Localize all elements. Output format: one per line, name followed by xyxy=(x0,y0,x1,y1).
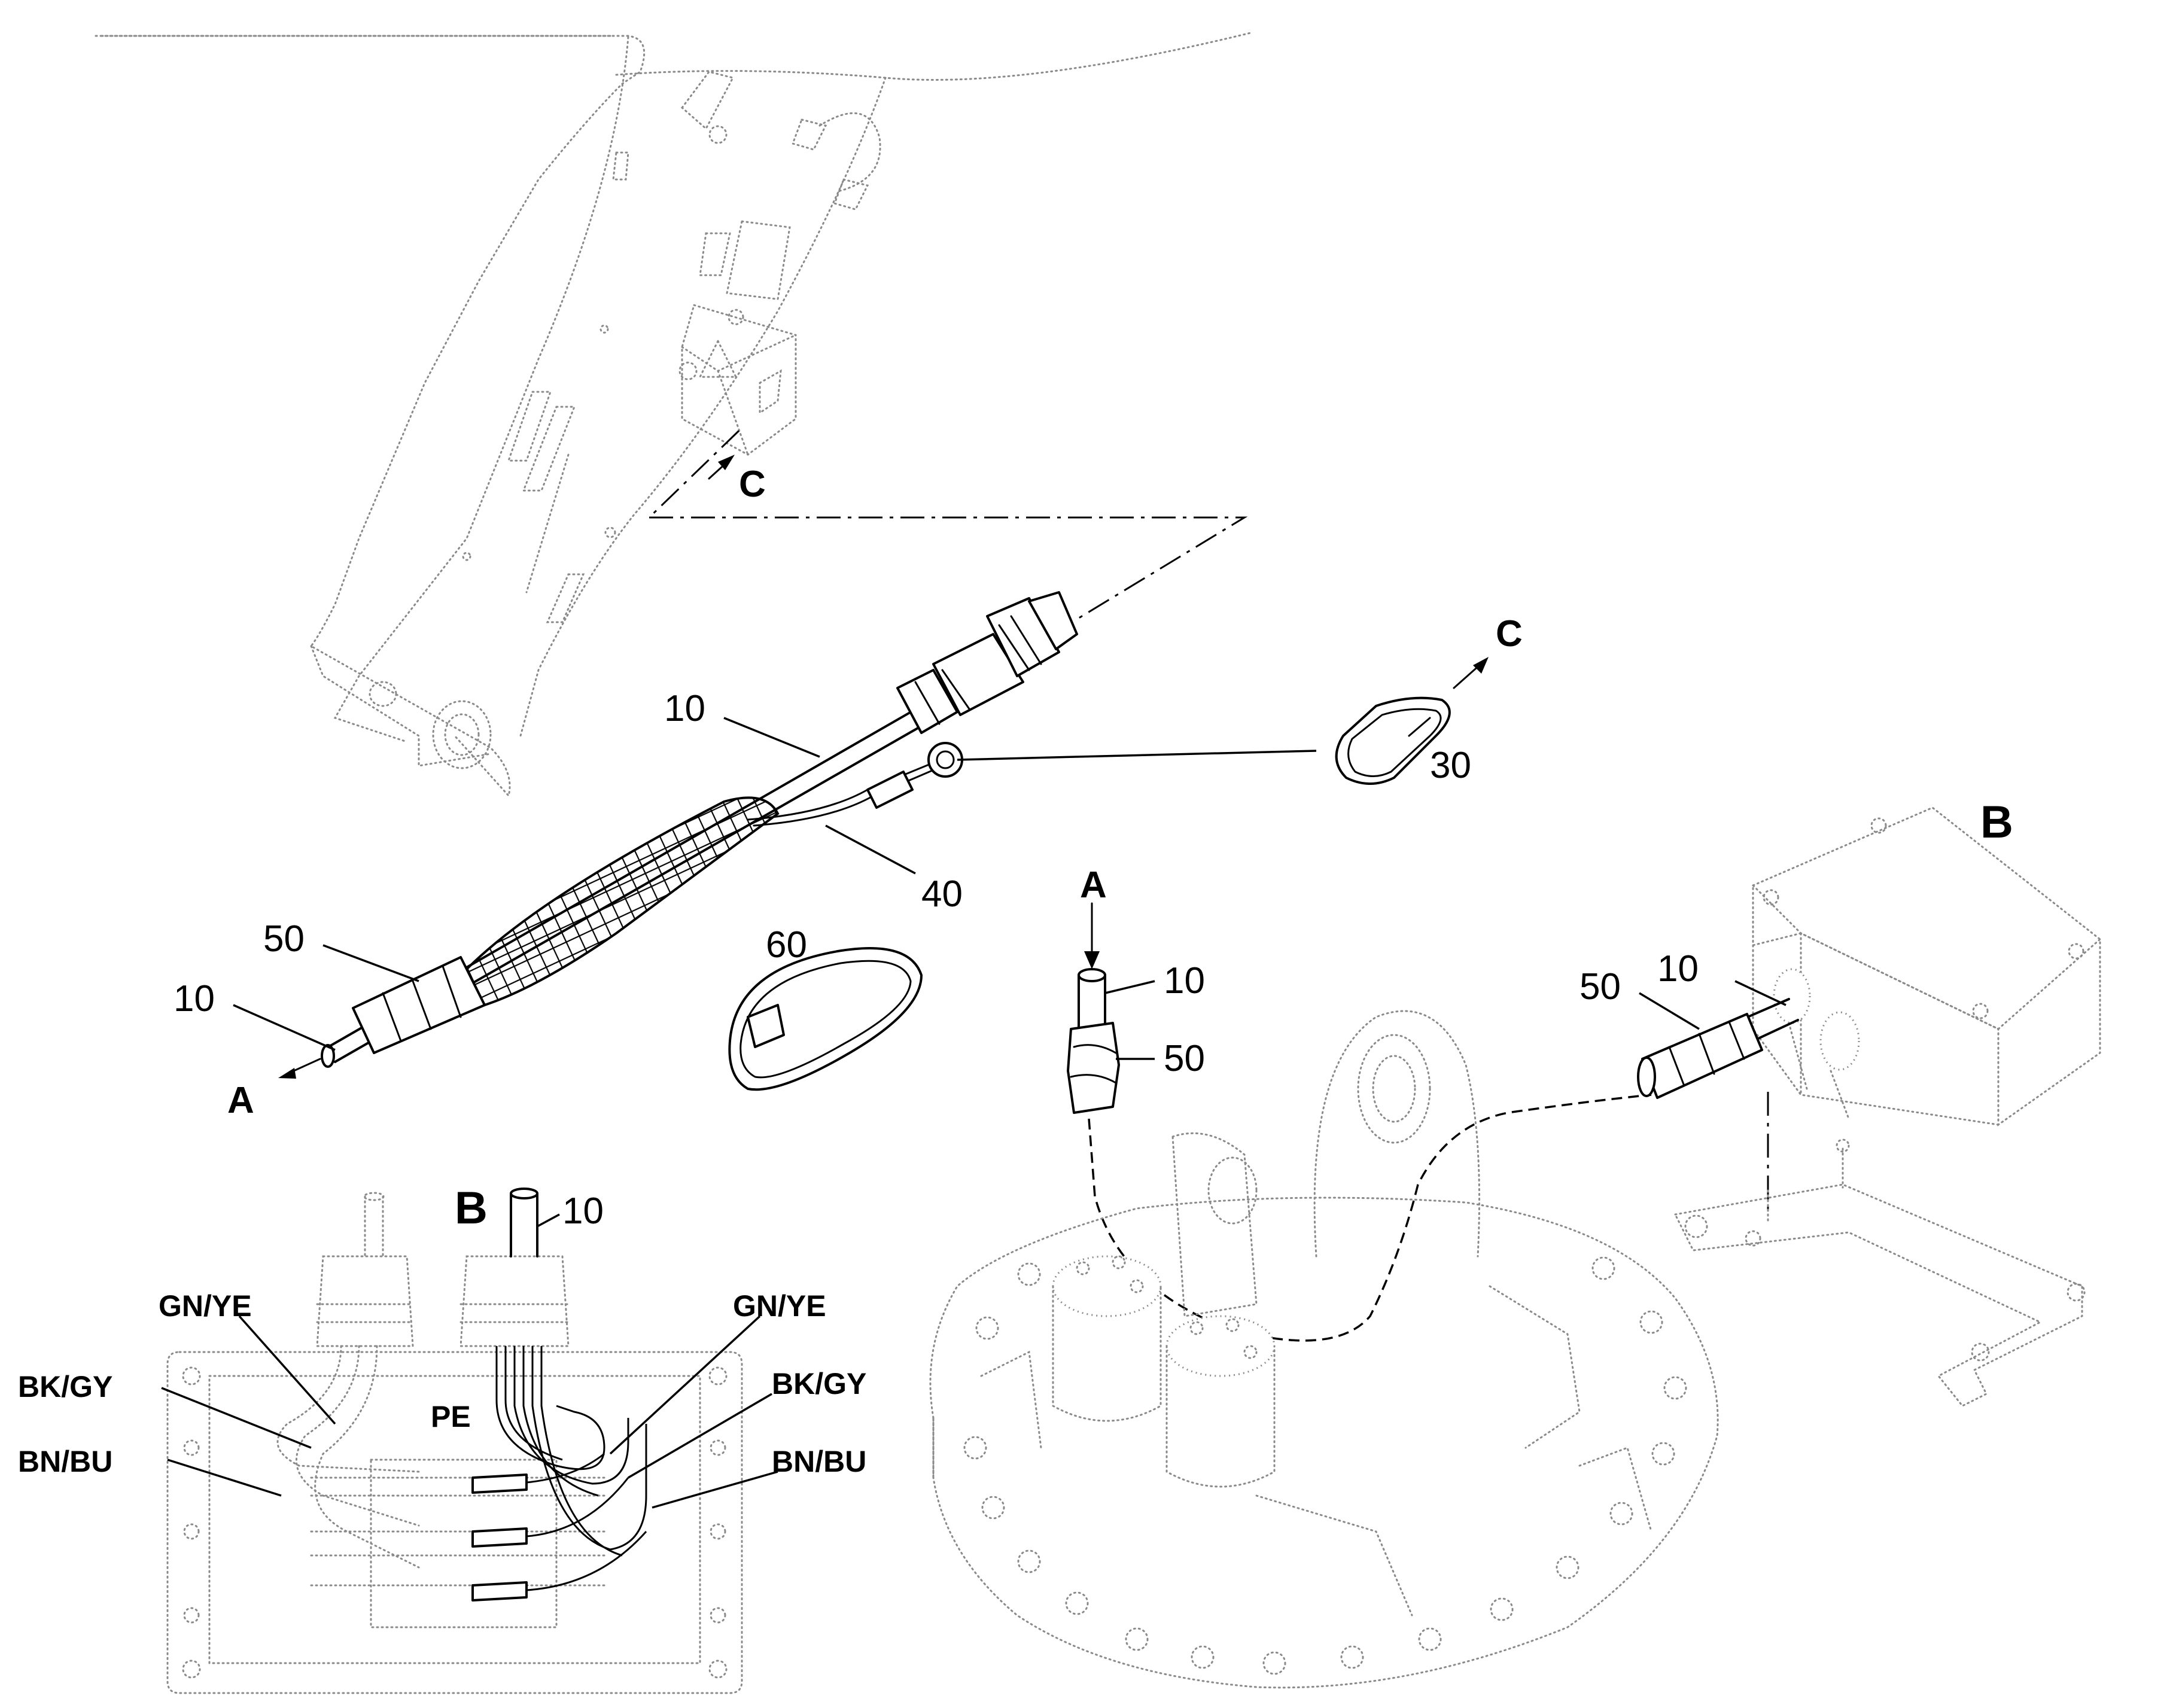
callout-40: 40 xyxy=(921,873,963,915)
wire-label-left-gnye: GN/YE xyxy=(159,1289,252,1323)
svg-text:40: 40 xyxy=(921,873,963,915)
svg-text:BN/BU: BN/BU xyxy=(18,1445,112,1478)
svg-text:50: 50 xyxy=(1164,1038,1205,1079)
cable-assembly xyxy=(233,591,1317,1068)
wire-label-right-bkgy: BK/GY xyxy=(772,1367,866,1401)
svg-text:BK/GY: BK/GY xyxy=(18,1370,112,1403)
view-marker-a-bottom: A xyxy=(227,1058,321,1121)
guide-lines xyxy=(648,430,1769,1214)
svg-text:GN/YE: GN/YE xyxy=(159,1289,252,1323)
cable-segment-a: A 10 50 xyxy=(1067,864,1205,1114)
boom-arm xyxy=(95,32,1252,798)
callout-10-top: 10 xyxy=(664,688,705,729)
svg-text:GN/YE: GN/YE xyxy=(733,1289,826,1323)
cable-tie-30: 30 xyxy=(1335,696,1471,786)
svg-text:BK/GY: BK/GY xyxy=(772,1367,866,1401)
svg-text:50: 50 xyxy=(263,918,305,960)
svg-text:50: 50 xyxy=(1580,966,1621,1007)
svg-text:PE: PE xyxy=(431,1400,471,1433)
wire-label-left-bkgy: BK/GY xyxy=(18,1370,112,1403)
svg-text:10: 10 xyxy=(562,1191,604,1232)
base-bolts xyxy=(963,1255,1687,1675)
terminal-detail-b: B 10 PE xyxy=(161,1183,778,1694)
svg-text:60: 60 xyxy=(766,924,807,966)
svg-text:10: 10 xyxy=(664,688,705,729)
view-marker-c-top: C xyxy=(708,455,766,505)
svg-text:30: 30 xyxy=(1430,745,1471,786)
cable-route-path xyxy=(1088,1094,1652,1342)
svg-text:10: 10 xyxy=(174,978,215,1019)
junction-box xyxy=(1752,806,2101,1127)
callout-10-left: 10 xyxy=(174,978,215,1019)
wire-label-left-bnbu: BN/BU xyxy=(18,1445,112,1478)
svg-text:10: 10 xyxy=(1164,960,1205,1001)
view-marker-c-right: C xyxy=(1453,613,1523,689)
svg-text:10: 10 xyxy=(1657,948,1699,990)
wire-label-right-gnye: GN/YE xyxy=(733,1289,826,1323)
svg-text:A: A xyxy=(227,1080,254,1121)
mounting-band-60: 60 xyxy=(728,924,923,1091)
svg-text:A: A xyxy=(1080,864,1107,906)
svg-text:B: B xyxy=(1980,797,2013,848)
svg-text:B: B xyxy=(455,1183,488,1234)
callout-50-left: 50 xyxy=(263,918,305,960)
view-marker-b-right: B xyxy=(1980,797,2013,848)
svg-text:C: C xyxy=(1496,613,1523,654)
cable-segment-b: 50 10 xyxy=(1580,948,1799,1099)
mesh-grip xyxy=(465,796,780,1007)
svg-text:BN/BU: BN/BU xyxy=(772,1445,866,1478)
machine-base xyxy=(929,1010,2086,1689)
connector-plug xyxy=(896,591,1078,734)
svg-text:C: C xyxy=(739,464,766,505)
wire-label-right-bnbu: BN/BU xyxy=(772,1445,866,1478)
